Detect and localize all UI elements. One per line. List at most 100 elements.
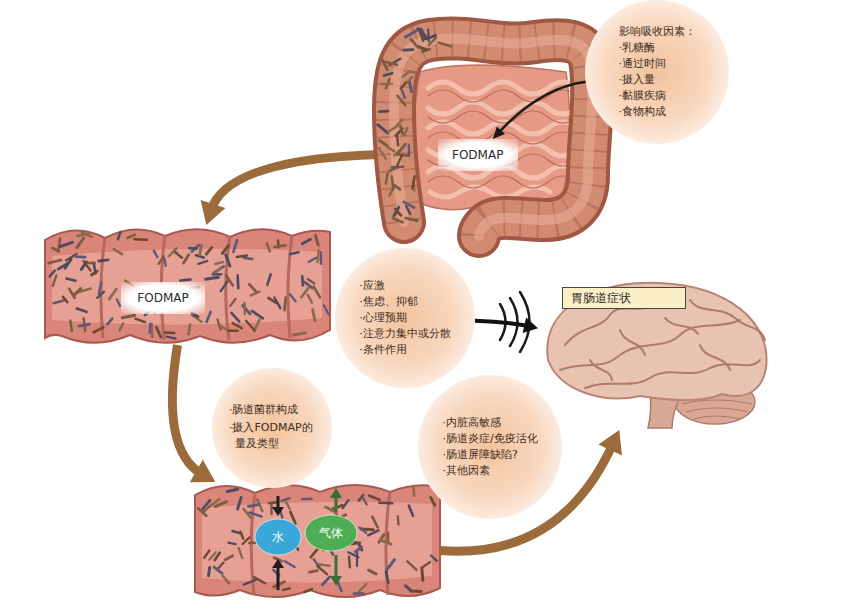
bacterium [301, 276, 304, 285]
bacterium [233, 323, 242, 328]
bacterium [369, 496, 380, 500]
node-label: FODMAP [137, 290, 188, 306]
circle-shape [585, 0, 729, 144]
bacterium [165, 331, 175, 334]
bacterium [114, 249, 122, 254]
bacterium [313, 310, 315, 321]
flow-arrow [172, 345, 215, 482]
bacterium [418, 29, 427, 38]
bacterium [60, 242, 72, 246]
bacterium [311, 548, 319, 557]
bacterium [403, 72, 409, 77]
bacterium [217, 563, 223, 570]
factor-circle: 影响吸收因素：·乳糖酶·通过时间·摄入量·黏膜疾病·食物构成 [585, 0, 729, 144]
bacterium [397, 517, 400, 525]
bacterium [225, 556, 233, 560]
bacterium [189, 325, 191, 335]
bacterium [215, 262, 223, 264]
bacterium [308, 295, 312, 303]
bacterium [270, 504, 273, 514]
intestine-lumen [52, 249, 322, 325]
bacteria [49, 232, 329, 339]
bacterium [212, 499, 220, 505]
bacterium [206, 247, 212, 254]
circle-heading: 影响吸收因素： [619, 24, 696, 40]
bacterium [79, 324, 90, 326]
bacterium [222, 246, 228, 254]
bacterium [135, 319, 145, 323]
bacterium [108, 319, 113, 325]
illustration-part [335, 497, 338, 512]
intestine-segment: FODMAP [45, 225, 330, 345]
bullet-item: ·注意力集中或分散 [359, 326, 451, 342]
bacterium [404, 48, 414, 51]
bacterium [359, 584, 367, 592]
bacterium [412, 488, 415, 496]
blob-fill [255, 519, 301, 555]
bacterium [404, 202, 415, 208]
bacterium [53, 276, 57, 286]
bacterium [226, 255, 230, 266]
bacterium [159, 256, 164, 264]
bacterium [67, 279, 76, 281]
bacterium [282, 498, 290, 501]
bacterium [238, 498, 242, 510]
bacterium [431, 556, 437, 561]
bacterium [230, 299, 235, 306]
bacterium [381, 540, 391, 544]
circle-fill [335, 248, 475, 388]
bacterium [243, 537, 250, 544]
bullet-item: ·摄入FODMAP的量及类型 [229, 420, 315, 452]
bacterium [412, 176, 414, 188]
symptom-label: 胃肠道症状 [562, 287, 686, 309]
bullet-item: ·心理预期 [359, 310, 451, 326]
arrow-head [493, 127, 505, 140]
bacterium [167, 337, 176, 339]
colon-haustra [394, 38, 592, 236]
bacterium [431, 497, 435, 505]
illustration-part [330, 576, 342, 586]
bacterium [127, 235, 134, 238]
bacterium [221, 326, 228, 330]
bacterium [429, 38, 436, 45]
bacterium [74, 289, 80, 295]
bacterium [318, 566, 327, 574]
illustration-part [330, 488, 342, 498]
illustration-part [428, 102, 578, 114]
bacterium [156, 327, 160, 337]
bacterium [268, 298, 275, 303]
bacterium [63, 297, 68, 303]
bacteria [378, 29, 451, 223]
illustration-part [277, 567, 280, 590]
bacterium [286, 502, 290, 509]
bacterium [314, 287, 320, 298]
bacterium [154, 251, 158, 257]
bacterium [58, 263, 67, 269]
bacterium [317, 250, 318, 262]
bacterium [267, 243, 270, 251]
arrow-head [598, 430, 622, 455]
bacterium [359, 528, 366, 533]
brain-figure: 胃肠道症状 [538, 278, 770, 430]
bacterium [228, 543, 235, 544]
bacterium [53, 248, 59, 251]
intestine-wall [195, 485, 440, 597]
bacterium [233, 240, 237, 252]
bullet-item: ·焦虑、抑郁 [359, 294, 451, 310]
bacterium [322, 577, 330, 585]
bacterium [210, 552, 216, 560]
bacterium [285, 298, 286, 310]
bacterium [198, 261, 207, 264]
bacterium [274, 245, 285, 247]
colon-highlight [394, 38, 592, 236]
bacterium [221, 282, 228, 292]
bacterium [150, 324, 154, 337]
bacterium [397, 155, 402, 166]
bacterium [54, 300, 65, 303]
bullet-item: ·肠道炎症/免疫活化 [442, 431, 537, 447]
bacterium [207, 312, 211, 322]
bacterium [226, 275, 233, 285]
bacterium [316, 235, 319, 245]
illustration-part [590, 360, 612, 380]
text-column: ·肠道菌群构成·摄入FODMAP的量及类型 [229, 402, 315, 454]
